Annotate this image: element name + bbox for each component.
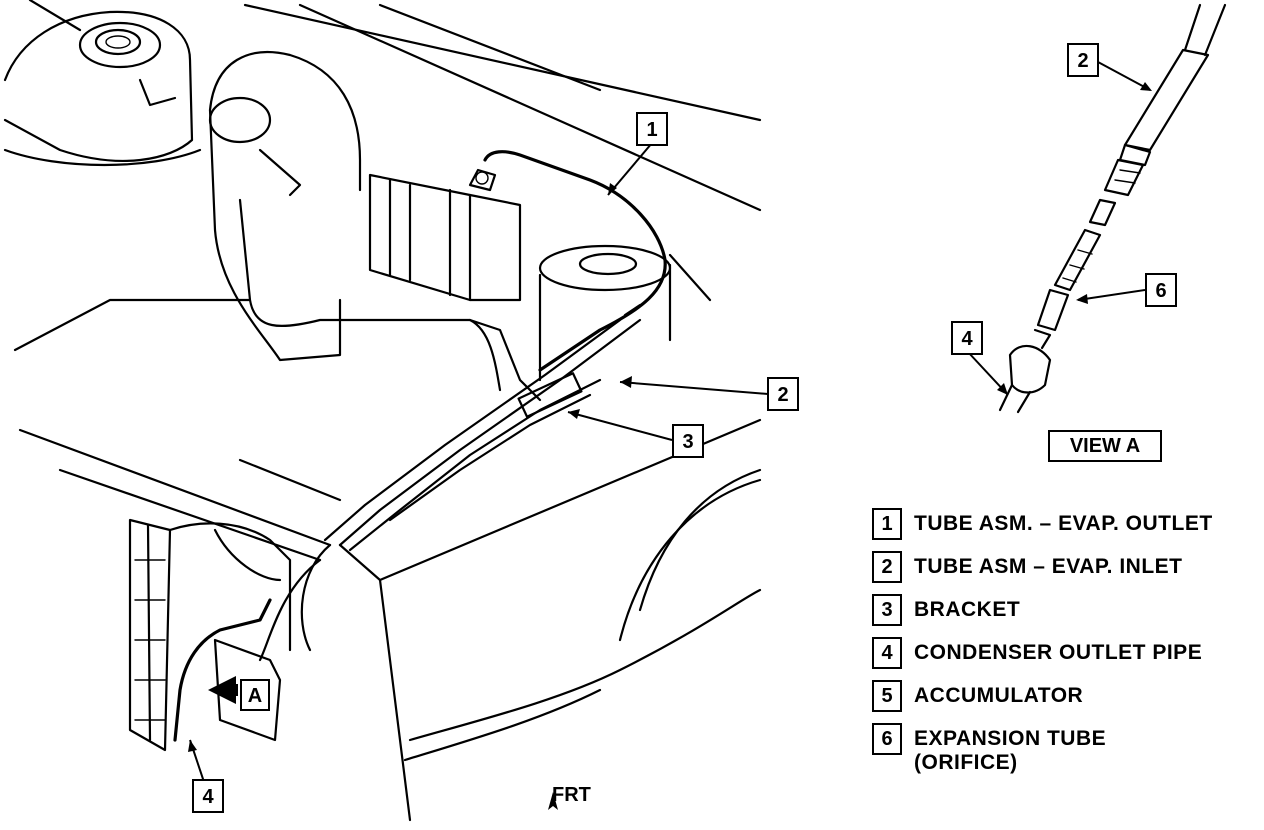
legend-text: ACCUMULATOR bbox=[914, 684, 1084, 707]
legend-row: 2 TUBE ASM – EVAP. INLET bbox=[872, 551, 1213, 594]
callout-view-4: 4 bbox=[951, 321, 983, 355]
svg-text:3: 3 bbox=[682, 431, 693, 453]
svg-text:6: 6 bbox=[1155, 280, 1166, 302]
view-a-arrow-icon bbox=[208, 676, 238, 704]
legend-text: CONDENSER OUTLET PIPE bbox=[914, 641, 1203, 664]
legend-text: TUBE ASM – EVAP. INLET bbox=[914, 555, 1183, 578]
legend-number: 6 bbox=[872, 723, 902, 755]
svg-text:2: 2 bbox=[777, 384, 788, 406]
callout-3: 3 bbox=[672, 424, 704, 458]
front-arrow-icon bbox=[548, 792, 558, 810]
callout-a: A bbox=[240, 679, 270, 711]
leader-2 bbox=[619, 381, 769, 395]
view-a-detail bbox=[998, 3, 1227, 414]
front-label: FRT bbox=[552, 784, 591, 806]
strut-tower bbox=[3, 10, 202, 167]
legend-text: TUBE ASM. – EVAP. OUTLET bbox=[914, 512, 1213, 535]
svg-text:4: 4 bbox=[202, 786, 214, 808]
callout-view-6: 6 bbox=[1145, 273, 1177, 307]
leader-lines bbox=[188, 61, 1152, 786]
legend-row: 3 BRACKET bbox=[872, 594, 1213, 637]
accumulator bbox=[538, 244, 712, 382]
callout-2: 2 bbox=[767, 377, 799, 411]
legend-number: 1 bbox=[872, 508, 902, 540]
callout-view-2: 2 bbox=[1067, 43, 1099, 77]
svg-text:2: 2 bbox=[1077, 50, 1088, 72]
svg-text:4: 4 bbox=[961, 328, 973, 350]
condenser-outlet-pipe bbox=[173, 598, 282, 742]
engine-mount bbox=[208, 51, 362, 362]
leader-1 bbox=[607, 142, 653, 196]
leader-3 bbox=[567, 411, 673, 441]
callout-1: 1 bbox=[636, 112, 668, 146]
legend-text: BRACKET bbox=[914, 598, 1021, 621]
legend-number: 2 bbox=[872, 551, 902, 583]
leader-view-6 bbox=[1077, 289, 1146, 301]
front-fender bbox=[13, 298, 762, 822]
parts-legend: 1 TUBE ASM. – EVAP. OUTLET 2 TUBE ASM – … bbox=[872, 508, 1213, 783]
legend-number: 5 bbox=[872, 680, 902, 712]
svg-text:A: A bbox=[248, 685, 262, 707]
legend-row: 1 TUBE ASM. – EVAP. OUTLET bbox=[872, 508, 1213, 551]
legend-row: 5 ACCUMULATOR bbox=[872, 680, 1213, 723]
leader-view-2 bbox=[1097, 61, 1151, 91]
condenser bbox=[128, 518, 292, 752]
reservoir-box bbox=[368, 173, 522, 302]
legend-number: 4 bbox=[872, 637, 902, 669]
svg-text:1: 1 bbox=[646, 119, 657, 141]
legend-row: 6 EXPANSION TUBE (ORIFICE) bbox=[872, 723, 1213, 783]
body-panel-lines bbox=[28, 0, 762, 212]
legend-number: 3 bbox=[872, 594, 902, 626]
legend-row: 4 CONDENSER OUTLET PIPE bbox=[872, 637, 1213, 680]
refrigerant-tubes bbox=[238, 198, 642, 662]
callout-4: 4 bbox=[192, 779, 224, 813]
legend-text: EXPANSION TUBE (ORIFICE) bbox=[914, 727, 1107, 774]
view-a-label: VIEW A bbox=[1048, 430, 1162, 462]
